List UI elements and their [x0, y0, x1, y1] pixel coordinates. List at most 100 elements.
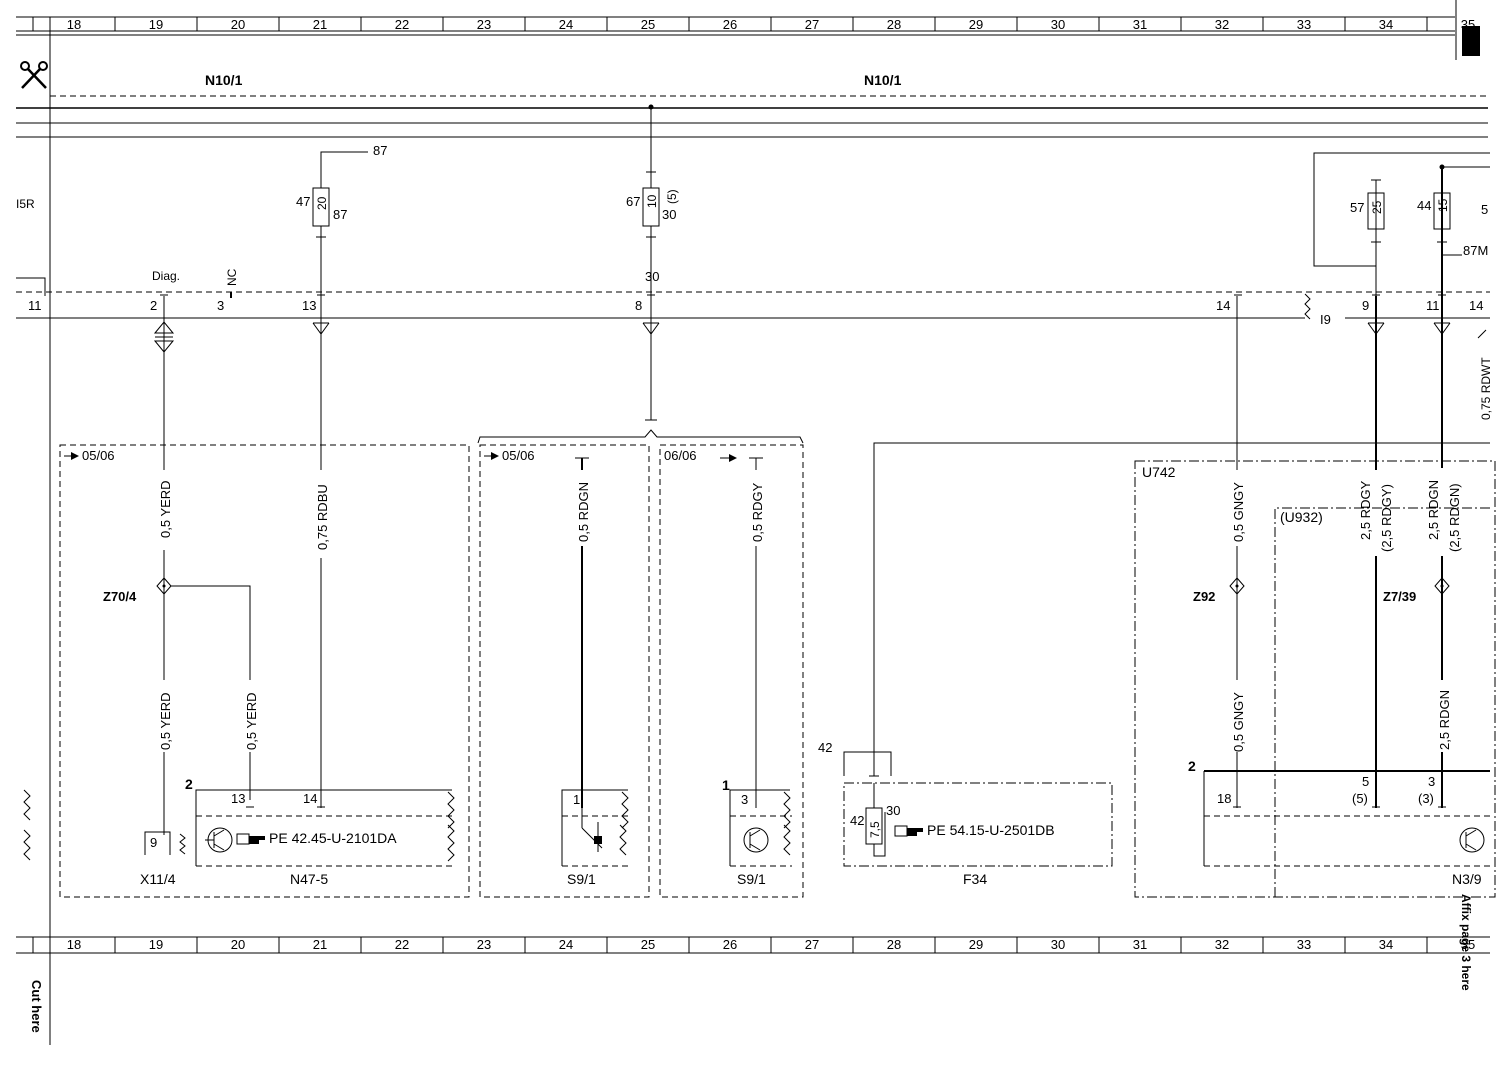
- wire-column-1376: 2,5 RDGY (2,5 RDGY) Z7/39: [1356, 296, 1416, 808]
- ruler-bottom-number-29: 29: [969, 937, 983, 952]
- variant-label-u742: U742: [1142, 464, 1176, 480]
- ruler-bottom-number-21: 21: [313, 937, 327, 952]
- pin-2-label: 2: [150, 298, 157, 313]
- ruler-bottom-number-31: 31: [1133, 937, 1147, 952]
- s9-b-pin: 3: [741, 792, 748, 807]
- i9-label: I9: [1320, 312, 1331, 327]
- ruler-top-number-28: 28: [887, 17, 901, 32]
- fuse-15-cut-label: 5: [1481, 202, 1488, 217]
- module-label-left: N10/1: [205, 72, 243, 88]
- left-edge-marks: [23, 789, 31, 861]
- connector-row: 11 2 Diag. 3 NC 13 8 14 I9 9 11 14: [28, 268, 1483, 327]
- variant-label-2: 05/06: [502, 448, 535, 463]
- ruler-top-number-30: 30: [1051, 17, 1065, 32]
- wire-label-2: 0,75 RDBU: [315, 484, 330, 550]
- ruler-bottom-number-19: 19: [149, 937, 163, 952]
- f34-pin-30: 30: [886, 803, 900, 818]
- pin-8-label: 8: [635, 298, 642, 313]
- splice-z92: Z92: [1193, 589, 1215, 604]
- module-n3-9: 2 18 5 (5) 3 (3) N3/9: [1188, 758, 1490, 887]
- cut-here-label: Cut here: [29, 980, 44, 1033]
- f34-pin-left: 42: [850, 813, 864, 828]
- ruler-bottom-number-34: 34: [1379, 937, 1393, 952]
- s9-b-pin-left: 1: [722, 777, 730, 793]
- f34-ref: PE 54.15-U-2501DB: [927, 822, 1055, 838]
- fuse-20-left-label: 47: [296, 194, 310, 209]
- wire-label-4: 0,5 RDGY: [750, 482, 765, 542]
- pin-13-label: 13: [302, 298, 316, 313]
- n3-pin-5: 5: [1362, 774, 1369, 789]
- ruler-bottom-number-28: 28: [887, 937, 901, 952]
- pin-3-label: 3: [217, 298, 224, 313]
- s9-a-pin: 1: [573, 792, 580, 807]
- ruler-top-number-27: 27: [805, 17, 819, 32]
- pin-30-label: 30: [645, 269, 659, 284]
- fuse-10-right-label-1: (5): [665, 189, 679, 204]
- wire-label-8: 0,5 YERD: [158, 692, 173, 750]
- wire-label-3: 0,5 RDGN: [576, 482, 591, 542]
- fuse-box-f34: 7,5 42 42 30 PE 54.15-U-2501DB F34: [818, 442, 1490, 887]
- n47-pin-13: 13: [231, 791, 245, 806]
- n47-pin-14: 14: [303, 791, 317, 806]
- wire-label-cut: 0,75 RDWT: [1479, 357, 1493, 420]
- wire-column-1237: 0,5 GNGY Z92 0,5 GNGY: [1193, 296, 1246, 808]
- n47-pin-left: 2: [185, 776, 193, 792]
- wire-label-10: 0,5 GNGY: [1231, 692, 1246, 752]
- corner-marker: [1462, 26, 1480, 56]
- n47-name: N47-5: [290, 871, 328, 887]
- pin-11-label: 11: [28, 298, 42, 313]
- s9-b-name: S9/1: [737, 871, 766, 887]
- diag-label: Diag.: [152, 269, 180, 283]
- pin-14-label: 14: [1216, 298, 1230, 313]
- n3-pin-18: 18: [1217, 791, 1231, 806]
- ruler-top-number-23: 23: [477, 17, 491, 32]
- scissors-icon: [20, 61, 48, 89]
- wire-label-7a: 2,5 RDGN: [1426, 480, 1441, 540]
- wire-label-9: 0,5 YERD: [244, 692, 259, 750]
- pin-14b-label: 14: [1469, 298, 1483, 313]
- fuse-10-left-label: 67: [626, 194, 640, 209]
- module-label-right: N10/1: [864, 72, 902, 88]
- ruler-top-number-24: 24: [559, 17, 573, 32]
- splice-z7: Z7/39: [1383, 589, 1416, 604]
- s9-a-name: S9/1: [567, 871, 596, 887]
- ruler-bottom-number-30: 30: [1051, 937, 1065, 952]
- fuse-10-rating: 10: [645, 194, 659, 208]
- n47-ref: PE 42.45-U-2101DA: [269, 830, 397, 846]
- ruler-bottom-number-35: 35: [1461, 937, 1475, 952]
- ruler-bottom-number-27: 27: [805, 937, 819, 952]
- variant-box-1: 05/06: [59, 444, 470, 898]
- f34-fuse-rating: 7,5: [868, 821, 882, 838]
- f34-ext-pin: 42: [818, 740, 832, 755]
- wire-column-1442: 2,5 RDGN (2,5 RDGN) 2,5 RDGN: [1422, 296, 1464, 808]
- n3-pin-5b: (5): [1352, 791, 1368, 806]
- ruler-bottom-number-25: 25: [641, 937, 655, 952]
- hand-pointer-icon: [236, 833, 265, 845]
- fuse-10-right-label-2: 30: [662, 207, 676, 222]
- ruler-bottom-number-18: 18: [67, 937, 81, 952]
- module-n47-5: PE 42.45-U-2101DA 2 13 14 N47-5: [185, 776, 456, 887]
- fuse-20-top-label: 87: [373, 143, 387, 158]
- wire-label-6b: (2,5 RDGY): [1379, 484, 1394, 552]
- fuse-20-right-label: 87: [333, 207, 347, 222]
- splice-z70: Z70/4: [103, 589, 137, 604]
- ruler-top-number-22: 22: [395, 17, 409, 32]
- ruler-bottom-number-33: 33: [1297, 937, 1311, 952]
- pin-9-label: 9: [1362, 298, 1369, 313]
- switch-s9-1-a: 0,5 RDGN 1 S9/1: [561, 457, 629, 887]
- ruler-top-number-33: 33: [1297, 17, 1311, 32]
- wire-column-651: [477, 296, 804, 444]
- pin-11b-label: 11: [1426, 298, 1440, 313]
- connector-x11-4: 9 X11/4: [140, 760, 186, 887]
- n3-name: N3/9: [1452, 871, 1482, 887]
- ruler-bottom-number-20: 20: [231, 937, 245, 952]
- ruler-bottom-number-24: 24: [559, 937, 573, 952]
- hand-pointer-icon: [894, 825, 923, 837]
- fuse-15-rating: 15: [1436, 198, 1450, 212]
- ruler-top-number-20: 20: [231, 17, 245, 32]
- variant-box-3: 06/06: [659, 444, 804, 898]
- variant-label-u932: (U932): [1280, 509, 1323, 525]
- wire-label-1: 0,5 YERD: [158, 480, 173, 538]
